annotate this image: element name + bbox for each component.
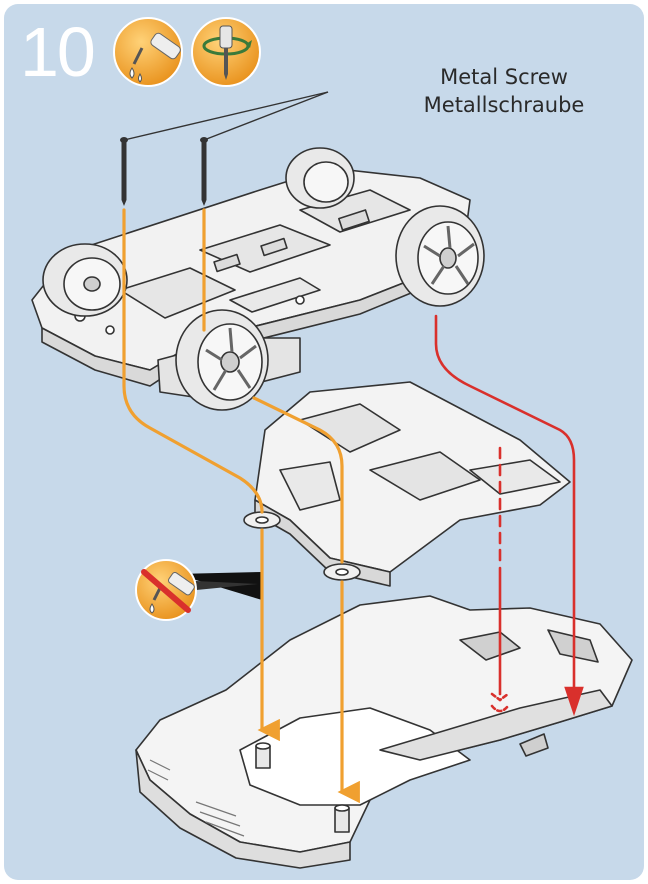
interior-tub	[254, 381, 571, 587]
car-body	[135, 595, 633, 869]
glue-icon	[113, 17, 183, 87]
metal-screw-left	[120, 137, 128, 206]
mounting-lug-left	[243, 511, 281, 529]
screw-label-en: Metal Screw	[440, 65, 568, 89]
wheel-front-right	[395, 205, 485, 307]
wheel-front-left	[175, 309, 269, 411]
mounting-lug-right	[323, 563, 361, 581]
screw-label-de: Metallschraube	[423, 93, 585, 117]
screwdriver-icon	[191, 17, 261, 87]
assembly-guides	[122, 208, 360, 804]
metal-screw-right	[200, 137, 208, 206]
alignment-guides	[434, 314, 584, 717]
no-glue-icon	[135, 559, 197, 621]
screw-callout-lines	[123, 91, 329, 141]
step-number: 10	[20, 13, 96, 91]
wheel-rear-left	[42, 243, 128, 317]
wheel-rear-right	[285, 147, 355, 209]
